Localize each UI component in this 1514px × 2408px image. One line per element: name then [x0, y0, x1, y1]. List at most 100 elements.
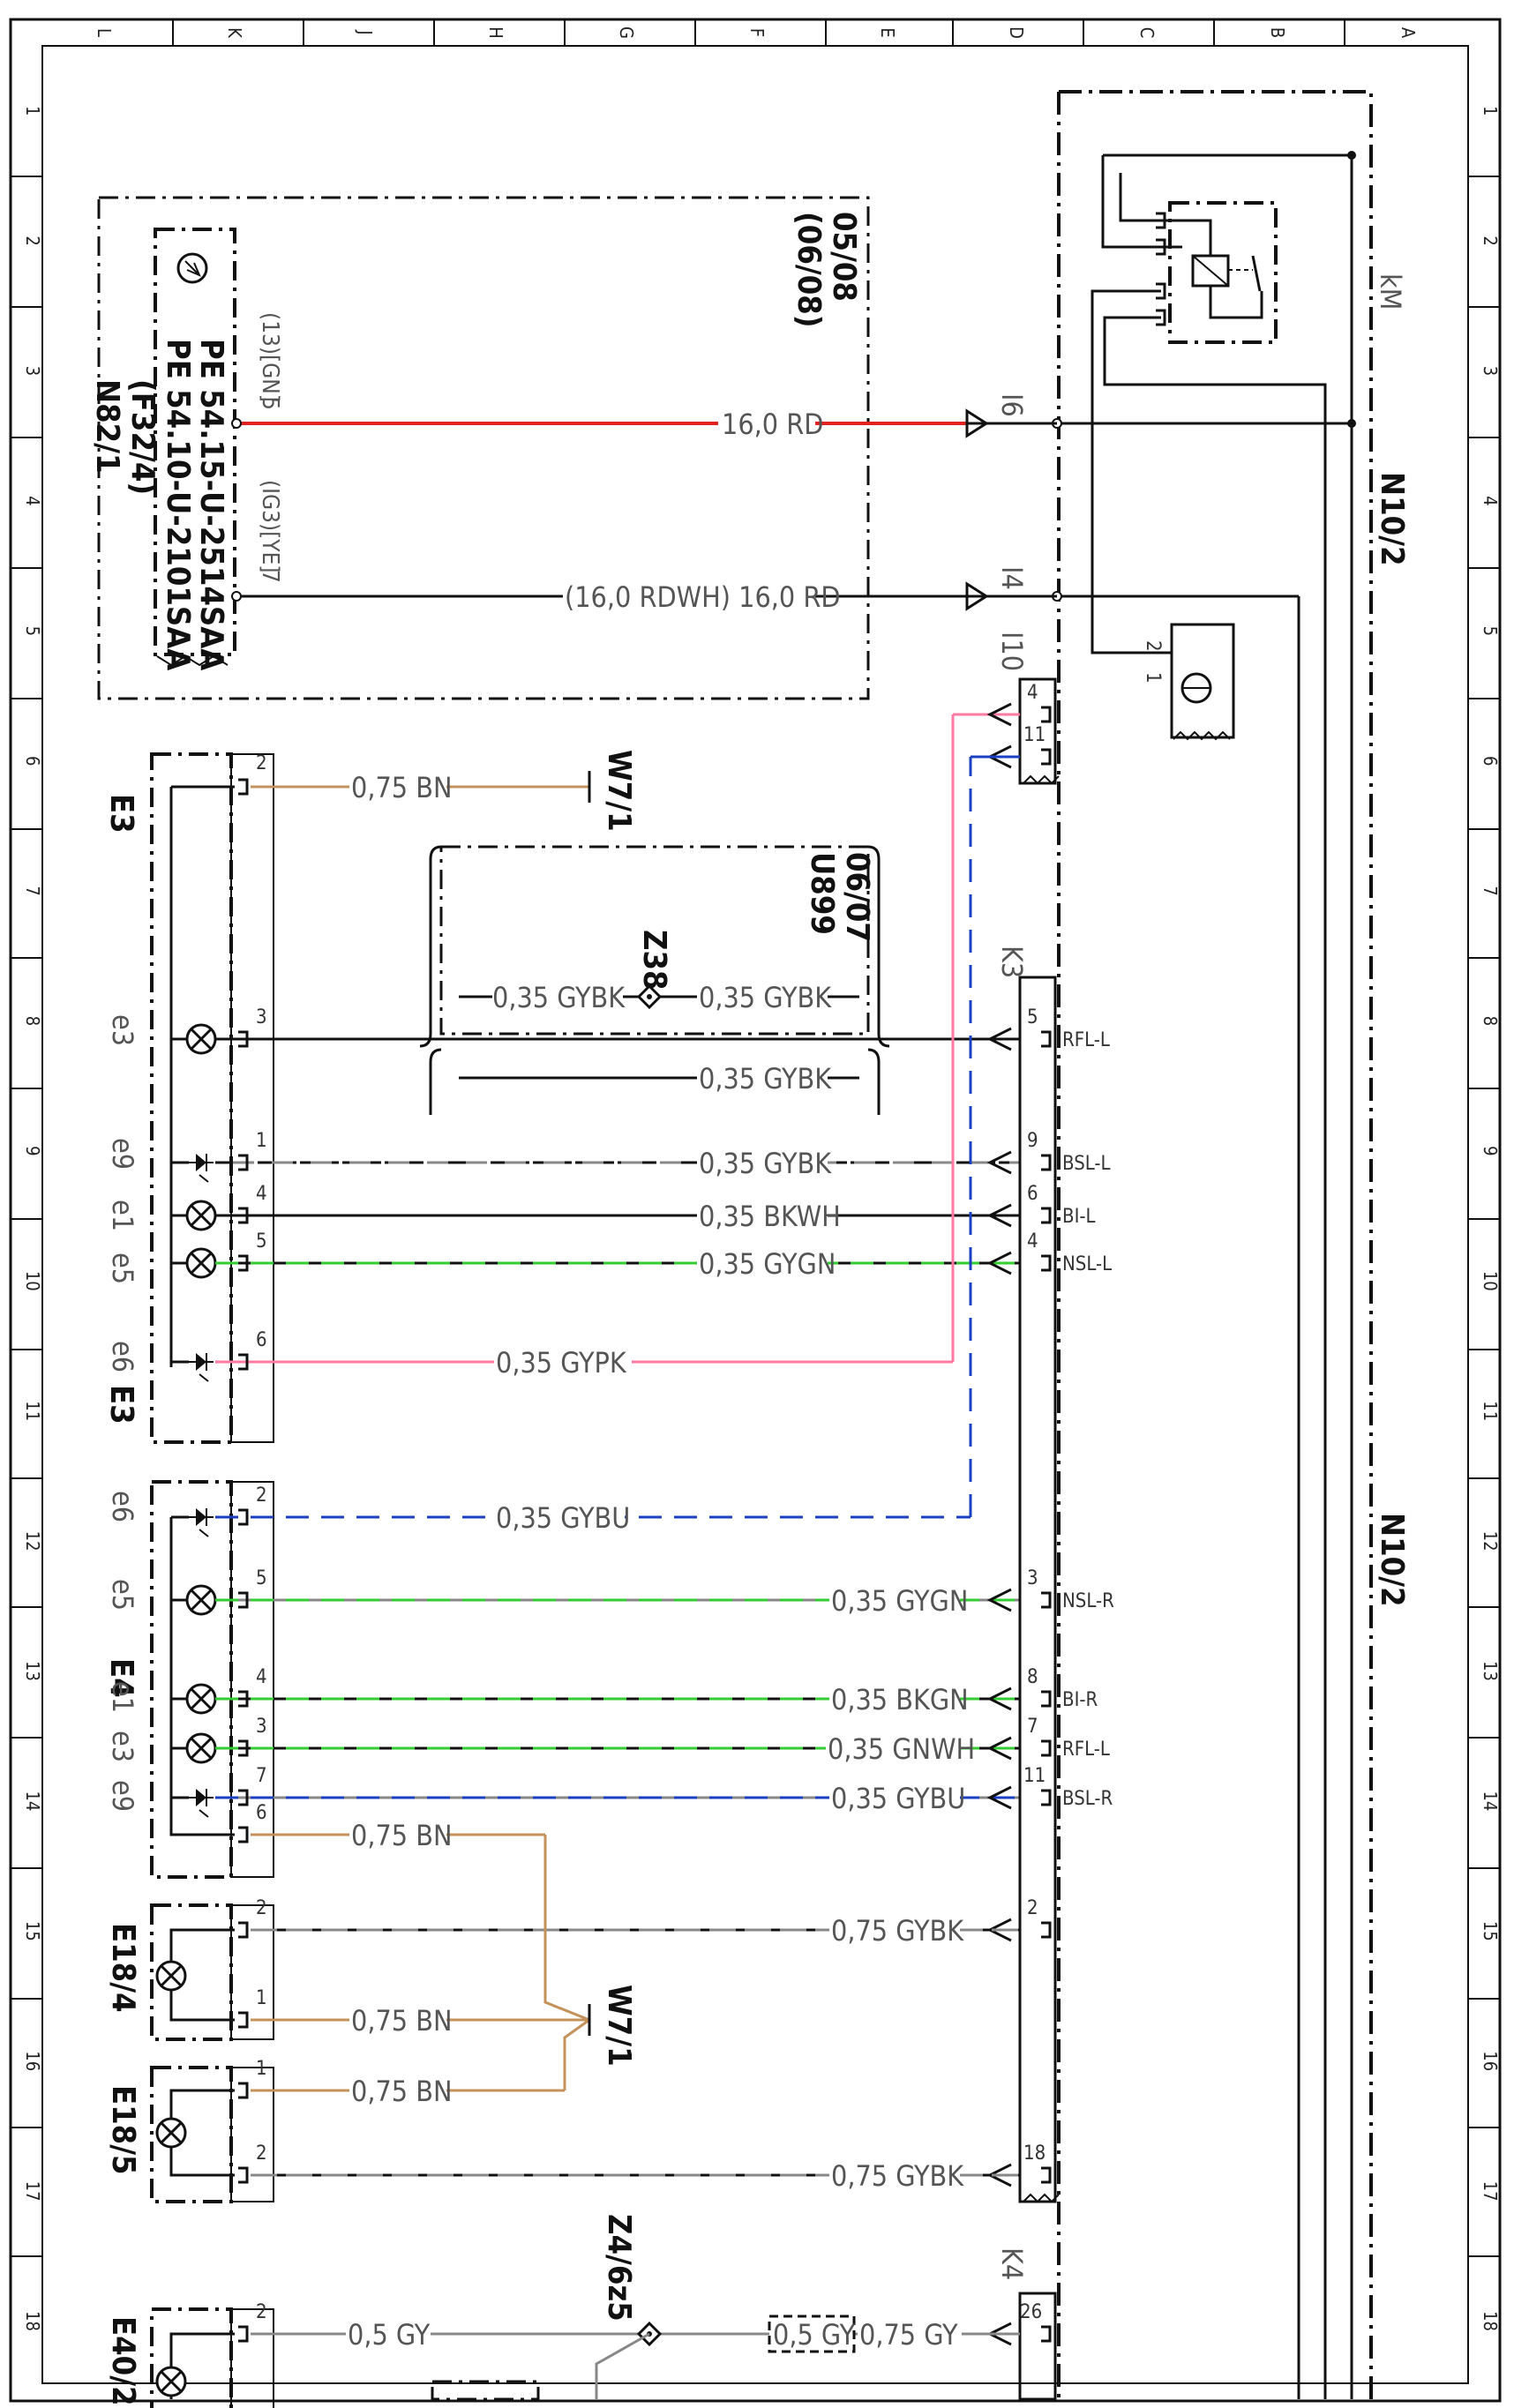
e3-pin-5: 5 — [256, 1230, 267, 1253]
e18-4-label: E18/4 — [105, 1923, 141, 2013]
w7-1-merge: W7/1 — [543, 1835, 637, 2090]
grid-number-12: 12 — [1480, 1531, 1501, 1552]
grid-number-5: 5 — [1480, 626, 1501, 636]
lamp-code-e4-e3: e3 — [106, 1731, 139, 1762]
e3-pin-4: 4 — [256, 1183, 267, 1205]
e4-pin-5: 5 — [256, 1567, 267, 1589]
frame — [9, 18, 1502, 2403]
grid-letter-D: D — [1006, 26, 1027, 39]
grid-number-16: 16 — [22, 2051, 43, 2071]
lamp-code-e4-e6: e6 — [106, 1491, 139, 1522]
e4-pin-3: 3 — [256, 1716, 267, 1738]
e18-5-label: E18/5 — [105, 2085, 141, 2175]
grid-letter-F: F — [746, 28, 768, 37]
sig-bsl-r: BSL-R — [1062, 1788, 1113, 1810]
lamp-code-e9: e9 — [106, 1138, 139, 1170]
grid-letter-E: E — [877, 27, 898, 37]
grid-number-4: 4 — [22, 496, 43, 505]
k3-pin-6: 6 — [1027, 1183, 1038, 1205]
e18-5-light: E18/5 1 0,75 BN 2 0,75 GYBK — [105, 2058, 1020, 2203]
wire-label-e1: 0,35 BKWH — [699, 1200, 841, 1233]
k3-pins-lower: 3 NSL-R 8 BI-R 7 RFL-L 11 BSL-R 2 18 26 — [988, 1567, 1114, 2346]
grid-number-14: 14 — [1480, 1791, 1501, 1811]
grid-letter-H: H — [485, 26, 506, 39]
ref-05-08: 05/08 — [826, 212, 862, 302]
grid-number-13: 13 — [22, 1661, 43, 1681]
e3-wire-labels: 0,35 GYBK 0,35 BKWH 0,35 GYGN — [697, 1147, 841, 1281]
grid-number-10: 10 — [22, 1271, 43, 1291]
e3-pin-1: 1 — [256, 1130, 267, 1152]
grid-number-3: 3 — [22, 366, 43, 376]
grid-number-8: 8 — [22, 1016, 43, 1026]
k4-pin-26: 26 — [1020, 2301, 1042, 2323]
grid-number-7: 7 — [22, 886, 43, 895]
k3-pin-9: 9 — [1027, 1130, 1038, 1152]
connector-strips: I10 K3 K4 — [995, 632, 1060, 2401]
sig-rfl-l: RFL-L — [1062, 1029, 1110, 1051]
grid-number-16: 16 — [1480, 2051, 1501, 2071]
grid-number-1: 1 — [1480, 106, 1501, 116]
grid-number-2: 2 — [22, 236, 43, 245]
wire-label-e18-5-bn: 0,75 BN — [351, 2075, 453, 2108]
e3-label: E3 — [103, 794, 139, 834]
e4-pin-6: 6 — [256, 1802, 267, 1824]
n10-2-module: N10/2 N10/2 kM — [1052, 90, 1410, 2399]
e3-light: E3 E3 2 0,75 BN W7/1 3 e3 1 e9 4 e1 — [103, 713, 1020, 1444]
grid-number-11: 11 — [1480, 1401, 1501, 1421]
wire-label-e40-gy-2: 0,5 GY — [773, 2318, 856, 2352]
k3-pin-5: 5 — [1027, 1006, 1038, 1028]
wire-label-e40-gy-3: 0,75 GY — [859, 2318, 958, 2352]
wire-label-e5: 0,35 GYGN — [699, 1247, 836, 1281]
n82-1-label: N82/1 — [89, 379, 125, 474]
grid-letter-G: G — [616, 26, 637, 39]
wire-label-16-rd: 16,0 RD — [722, 408, 823, 441]
wire-label-e3-gypk: 0,35 GYPK — [496, 1346, 627, 1380]
wire-label-e4-bkgn: 0,35 BKGN — [831, 1683, 969, 1716]
k3-label: K3 — [995, 946, 1029, 978]
wire-label-e4-bn: 0,75 BN — [351, 1819, 453, 1852]
e3-pin-6: 6 — [256, 1329, 267, 1351]
grid-number-10: 10 — [1480, 1271, 1501, 1291]
grid-number-17: 17 — [22, 2181, 43, 2202]
tag-ig3-ye: (IG3)[YE] — [257, 480, 283, 572]
e3-pin-3: 3 — [256, 1006, 267, 1028]
sig-bi-r: BI-R — [1062, 1689, 1098, 1711]
lamp-code-e1: e1 — [106, 1200, 139, 1231]
z38-splice: 06/07 U899 Z38 0,35 GYBK 0,35 GYBK 0,35 … — [419, 845, 890, 1115]
lamp-code-e5: e5 — [106, 1253, 139, 1284]
i10-pin-4: 4 — [1027, 682, 1038, 704]
grid-letter-K: K — [224, 27, 245, 39]
grid-number-2: 2 — [1480, 236, 1501, 245]
grid-letter-B: B — [1267, 27, 1288, 38]
grid-number-12: 12 — [22, 1531, 43, 1552]
grid-number-4: 4 — [1480, 496, 1501, 505]
k3-pin-4: 4 — [1027, 1230, 1038, 1253]
km-label: kM — [1374, 273, 1407, 310]
grid-number-3: 3 — [1480, 366, 1501, 376]
pe-code-2: PE 54.15-U-2514SAA — [193, 339, 229, 670]
grid-number-18: 18 — [1480, 2311, 1501, 2331]
grid-number-13: 13 — [1480, 1661, 1501, 1681]
grid-letter-A: A — [1398, 27, 1419, 39]
e40-2-label: E40/2 — [105, 2316, 141, 2406]
lamp-code-e4-e9: e9 — [106, 1780, 139, 1812]
e3-pin-2: 2 — [256, 752, 267, 774]
wire-label-z38-alt: 0,35 GYBK — [699, 1062, 832, 1096]
z38-label: Z38 — [636, 930, 672, 991]
grid-number-8: 8 — [1480, 1016, 1501, 1026]
w7-1-label: W7/1 — [601, 750, 637, 832]
e40-2-light: E40/2 2 0,5 GY Z4/6z5 0,5 GY 0,75 GY — [105, 2214, 1020, 2408]
grid-number-6: 6 — [1480, 756, 1501, 766]
k3-pin-7: 7 — [1027, 1716, 1038, 1738]
motor-pin-2: 2 — [1142, 640, 1164, 652]
lamp-code-e4-e5: e5 — [106, 1579, 139, 1611]
i4-label: I4 — [995, 566, 1029, 590]
sig-rfl-l-2: RFL-L — [1062, 1739, 1110, 1761]
k3-pin-8: 8 — [1027, 1666, 1038, 1688]
grid-letter-L: L — [94, 28, 115, 37]
k3-pin-11: 11 — [1023, 1765, 1046, 1787]
wire-label-e4-gybu: 0,35 GYBU — [496, 1501, 630, 1535]
ref-06-08: (06/08) — [791, 212, 827, 328]
grid-number-1: 1 — [22, 106, 43, 116]
